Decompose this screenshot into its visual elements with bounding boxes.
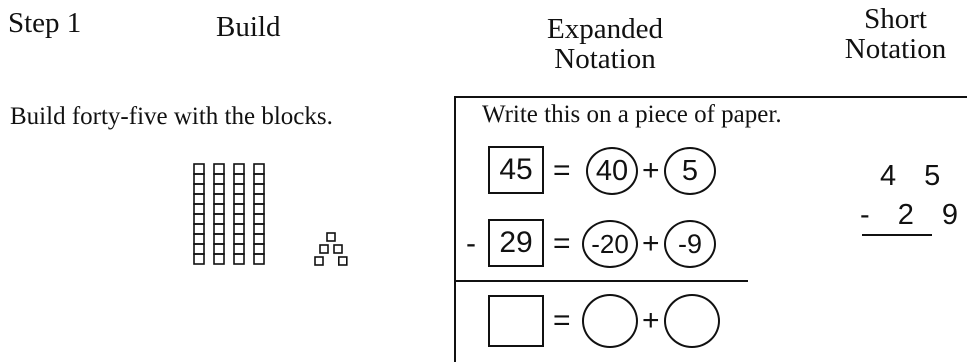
row1-equals: =: [553, 156, 571, 186]
one-cube: [339, 257, 347, 265]
worksheet-frame-top: [454, 96, 967, 98]
build-instruction: Build forty-five with the blocks.: [10, 103, 333, 131]
row2-minus-sign: -: [466, 229, 476, 259]
one-cube: [334, 245, 342, 253]
row1-number-box: 45: [488, 146, 544, 194]
expanded-notation-heading: Expanded Notation: [520, 14, 690, 74]
short-notation-rule: [862, 234, 932, 236]
row2-plus: +: [642, 229, 660, 259]
row1-ones-circle: 5: [664, 147, 716, 195]
row1-tens-circle: 40: [586, 147, 638, 195]
one-cube: [315, 257, 323, 265]
one-cube: [320, 245, 328, 253]
base-ten-blocks: [190, 160, 370, 280]
one-cube: [327, 233, 335, 241]
write-instruction: Write this on a piece of paper.: [482, 101, 782, 129]
row2-tens-circle: -20: [582, 220, 638, 268]
short-notation-bottom: - 2 9: [860, 199, 967, 232]
ten-rod: [214, 164, 224, 264]
ones-cubes: [315, 233, 347, 265]
row1-plus: +: [642, 156, 660, 186]
expanded-heading-line1: Expanded: [520, 14, 690, 44]
row2-ones-circle: -9: [664, 220, 716, 268]
short-notation-top: 4 5: [880, 160, 950, 193]
ten-rod: [234, 164, 244, 264]
short-heading-line2: Notation: [828, 34, 963, 64]
short-heading-line1: Short: [828, 4, 963, 34]
build-heading: Build: [216, 12, 280, 42]
row3-equals: =: [553, 306, 571, 336]
expanded-heading-line2: Notation: [520, 44, 690, 74]
worksheet-frame-left: [454, 96, 456, 362]
answer-tens-circle[interactable]: [582, 294, 638, 348]
answer-number-box[interactable]: [488, 295, 544, 347]
step-heading: Step 1: [8, 8, 81, 38]
ten-rod: [254, 164, 264, 264]
row2-equals: =: [553, 229, 571, 259]
tens-rods: [194, 164, 264, 264]
ten-rod: [194, 164, 204, 264]
row2-number-box: 29: [488, 219, 544, 267]
sum-line: [454, 280, 748, 282]
answer-ones-circle[interactable]: [664, 294, 720, 348]
short-notation-heading: Short Notation: [828, 4, 963, 64]
row3-plus: +: [642, 306, 660, 336]
